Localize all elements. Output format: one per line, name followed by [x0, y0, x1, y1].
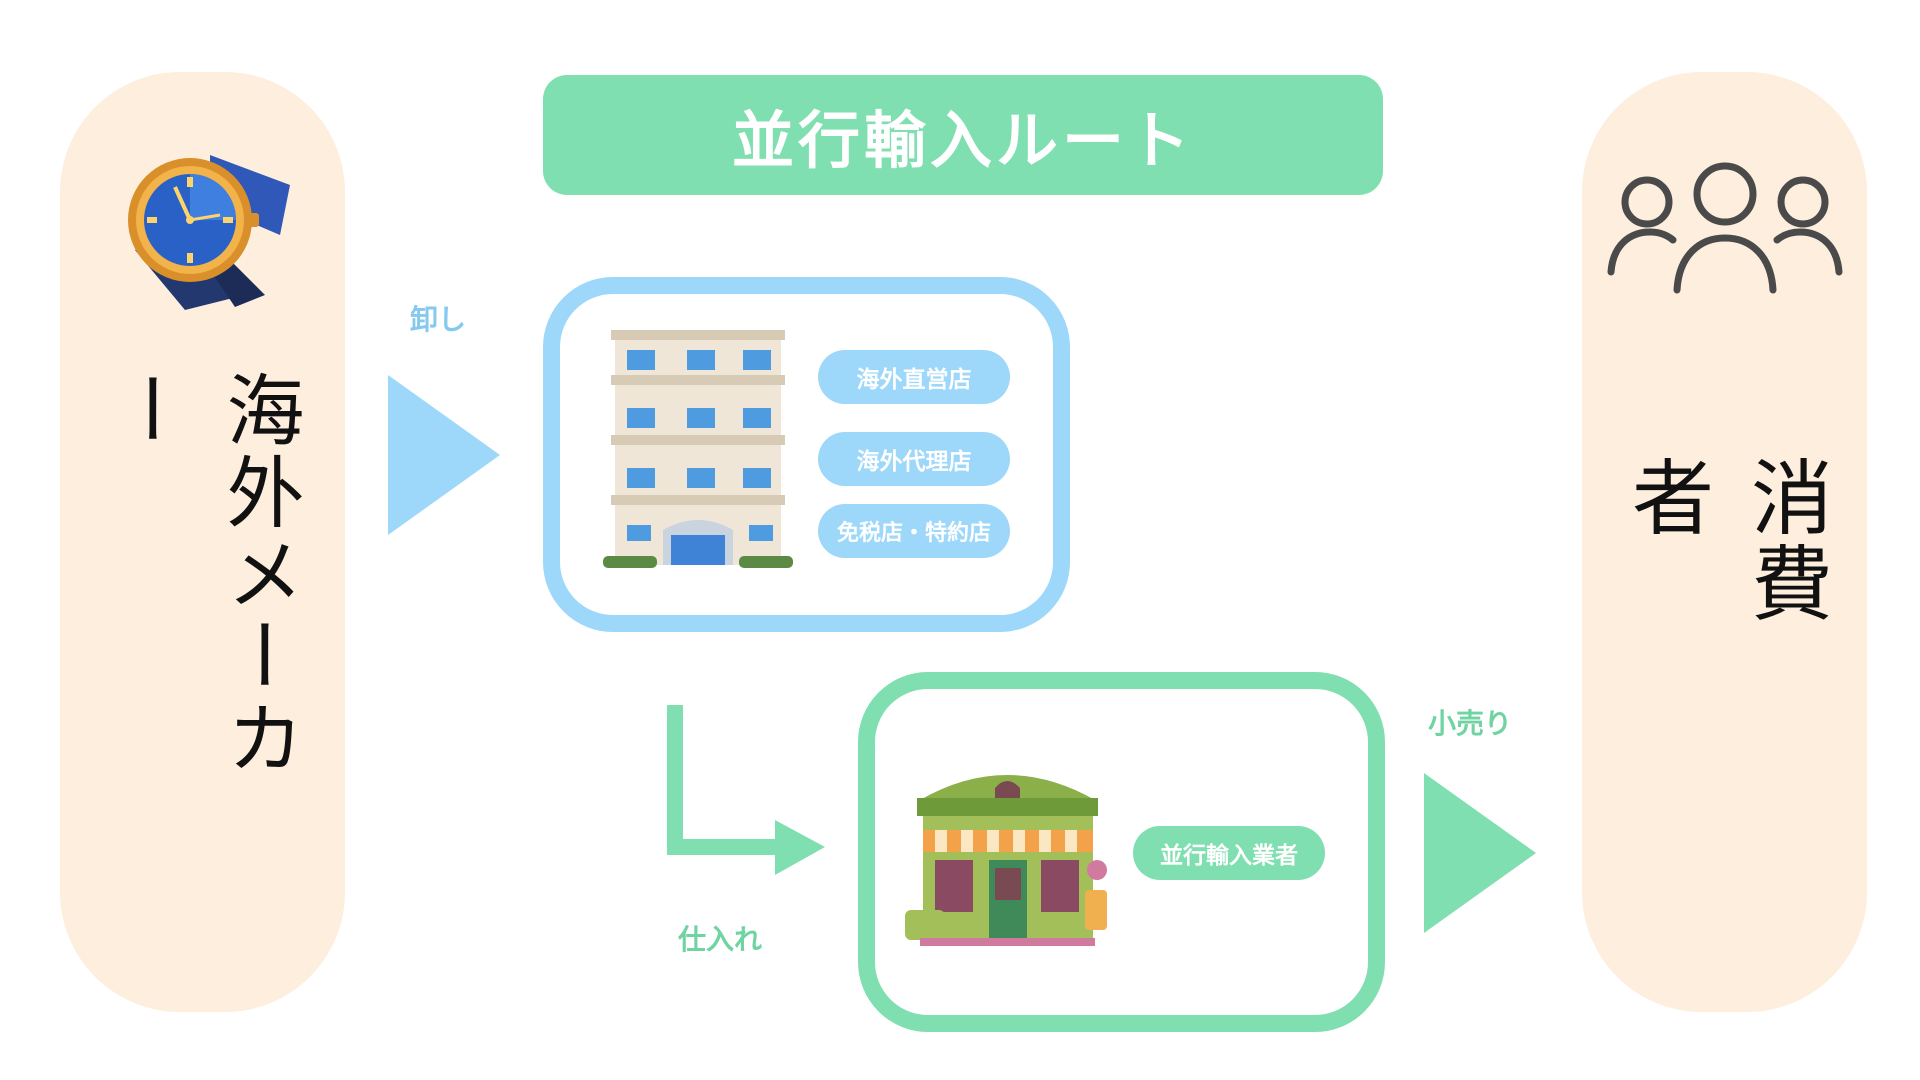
- diagram-title: 並行輸入ルート: [731, 104, 1194, 177]
- tag-overseas-direct-store: 海外直営店: [818, 350, 1010, 404]
- consumer-column: [1582, 72, 1867, 1012]
- arrow-right-icon: [388, 375, 500, 535]
- consumer-label: 消費者: [1617, 455, 1832, 627]
- wristwatch-icon: [128, 155, 290, 310]
- elbow-arrow-icon: [667, 705, 825, 875]
- shop-storefront-icon: [905, 775, 1107, 946]
- retail-label: 小売り: [1428, 707, 1513, 740]
- arrow-right-icon: [1424, 773, 1536, 933]
- title-banner: 並行輸入ルート: [543, 75, 1383, 195]
- tag-duty-free-store: 免税店・特約店: [818, 504, 1010, 558]
- maker-label: 海外メーカー: [101, 370, 304, 780]
- purchase-label: 仕入れ: [678, 923, 763, 956]
- people-icon: [1607, 162, 1843, 294]
- office-building-icon: [603, 330, 793, 568]
- wholesale-label: 卸し: [410, 303, 467, 336]
- tag-overseas-agent: 海外代理店: [818, 432, 1010, 486]
- tag-parallel-importer: 並行輸入業者: [1133, 826, 1325, 880]
